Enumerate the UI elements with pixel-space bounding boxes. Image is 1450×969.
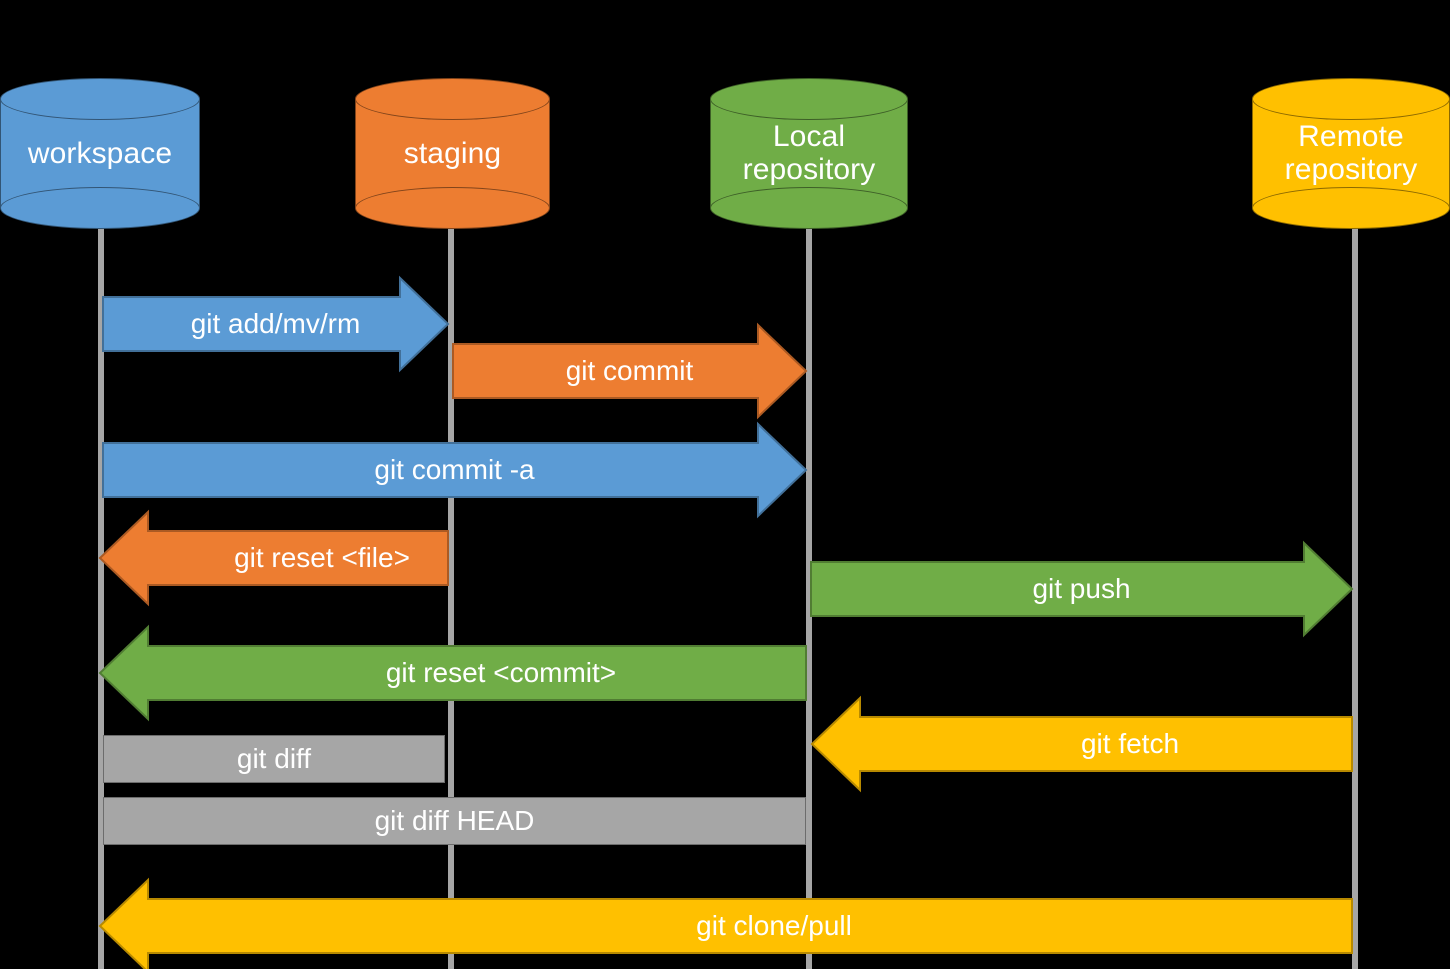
arrow-shape <box>98 624 807 722</box>
arrow-shape <box>98 509 449 607</box>
lifeline-local <box>806 202 812 969</box>
cylinder-top <box>0 78 200 120</box>
arrow-git-commit-a[interactable]: git commit -a <box>102 421 808 519</box>
lifeline-staging <box>448 202 454 969</box>
arrow-git-push[interactable]: git push <box>810 540 1354 638</box>
cylinder-top <box>1252 78 1450 120</box>
bar-git-diff[interactable]: git diff <box>103 735 445 783</box>
cylinder-bottom <box>1252 187 1450 229</box>
arrow-shape <box>102 275 450 373</box>
arrow-shape <box>102 421 808 519</box>
arrow-git-reset-file[interactable]: git reset <file> <box>98 509 449 607</box>
arrow-git-clone-pull[interactable]: git clone/pull <box>98 877 1353 969</box>
node-cylinder-workspace[interactable]: workspace <box>0 78 200 229</box>
cylinder-top <box>355 78 550 120</box>
lifeline-workspace <box>98 202 104 969</box>
bar-label-git-diff: git diff <box>236 743 312 774</box>
lifeline-remote <box>1352 202 1358 969</box>
arrow-git-commit[interactable]: git commit <box>452 322 808 420</box>
bar-label-git-diff-head: git diff HEAD <box>374 805 535 836</box>
cylinder-bottom <box>355 187 550 229</box>
cylinder-top <box>710 78 908 120</box>
node-cylinder-remote[interactable]: Remote repository <box>1252 78 1450 229</box>
arrow-shape <box>98 877 1353 969</box>
arrow-git-fetch[interactable]: git fetch <box>810 695 1353 793</box>
arrow-git-reset-commit[interactable]: git reset <commit> <box>98 624 807 722</box>
node-cylinder-staging[interactable]: staging <box>355 78 550 229</box>
node-cylinder-local[interactable]: Local repository <box>710 78 908 229</box>
cylinder-bottom <box>710 187 908 229</box>
cylinder-bottom <box>0 187 200 229</box>
arrow-shape <box>810 695 1353 793</box>
arrow-git-add[interactable]: git add/mv/rm <box>102 275 450 373</box>
arrow-shape <box>452 322 808 420</box>
arrow-shape <box>810 540 1354 638</box>
bar-git-diff-head[interactable]: git diff HEAD <box>103 797 806 845</box>
